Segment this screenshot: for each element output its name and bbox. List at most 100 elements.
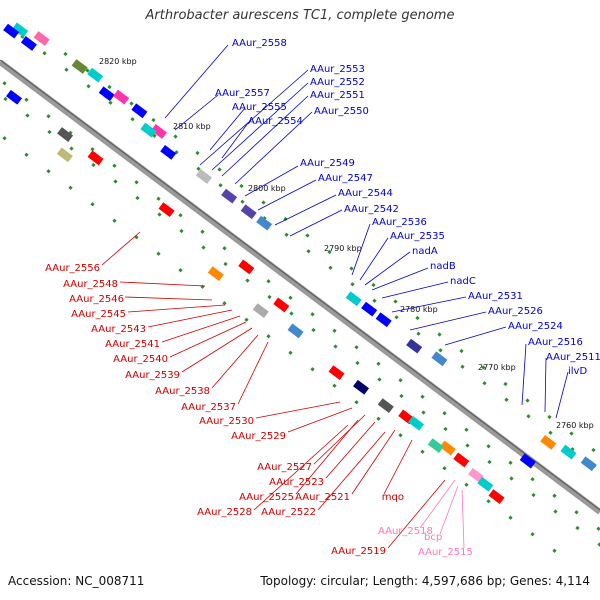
forward-gene-label: AAur_2549 <box>300 158 355 169</box>
reverse-gene-label: AAur_2530 <box>199 416 254 427</box>
tick-mark <box>371 282 376 288</box>
tick-mark <box>3 96 8 102</box>
tick-mark <box>25 113 30 118</box>
reverse-gene-label: AAur_2523 <box>269 477 324 488</box>
reverse-gene-label: AAur_2545 <box>71 309 126 320</box>
tick-mark <box>91 162 96 168</box>
tick-mark <box>398 433 403 438</box>
forward-gene-label: AAur_2553 <box>310 64 365 75</box>
tick-mark <box>420 394 425 399</box>
gene-block <box>519 453 536 469</box>
gene-block <box>6 89 23 105</box>
tick-mark <box>173 134 178 139</box>
reverse-gene-label: mqo <box>382 492 404 503</box>
reverse-gene-label: AAur_2537 <box>181 402 236 413</box>
gene-block <box>240 204 257 220</box>
tick-mark <box>267 294 272 300</box>
tick-mark <box>107 84 112 90</box>
tick-mark <box>2 81 7 86</box>
tick-mark <box>261 200 266 205</box>
gene-block <box>488 489 505 505</box>
tick-mark <box>195 150 200 156</box>
tick-mark <box>113 179 118 184</box>
tick-mark <box>509 476 514 481</box>
tick-mark <box>376 361 381 366</box>
tick-mark <box>481 365 486 370</box>
tick-mark <box>239 183 244 189</box>
genome-backbone <box>0 59 600 515</box>
tick-mark <box>240 199 245 204</box>
tick-mark <box>90 202 95 207</box>
tick-mark <box>460 364 465 369</box>
tick-mark <box>86 84 91 89</box>
tick-mark <box>354 345 359 350</box>
tick-mark <box>85 68 90 73</box>
tick-mark <box>47 129 52 135</box>
tick-mark <box>222 246 227 251</box>
tick-mark <box>355 360 360 366</box>
tick-mark <box>46 169 51 174</box>
gene-block <box>439 440 456 456</box>
tick-mark <box>525 398 530 403</box>
forward-gene-label: AAur_2524 <box>508 321 563 332</box>
tick-mark <box>112 163 117 168</box>
tick-mark <box>244 317 249 322</box>
gene-block <box>207 266 224 281</box>
gene-block <box>287 323 304 339</box>
tick-mark <box>46 114 51 119</box>
tick-mark <box>437 332 442 337</box>
tick-mark <box>288 350 293 355</box>
gene-block <box>238 259 255 275</box>
tick-mark <box>24 97 29 102</box>
reverse-gene-label: AAur_2543 <box>91 324 146 335</box>
reverse-gene-label: AAur_2521 <box>295 492 350 503</box>
tick-mark <box>552 548 557 553</box>
gene-block <box>273 297 290 313</box>
forward-gene-label: AAur_2511 <box>546 352 600 363</box>
gene-block <box>3 23 20 39</box>
tick-mark <box>420 449 425 454</box>
forward-leaders <box>164 44 569 419</box>
gene-block <box>406 338 423 354</box>
gene-block <box>345 291 362 307</box>
tick-mark <box>376 416 381 421</box>
tick-mark <box>548 430 553 435</box>
tick-mark <box>200 284 205 289</box>
tick-mark <box>289 311 294 316</box>
tick-mark <box>508 460 513 465</box>
tick-mark <box>129 101 134 106</box>
tick-mark <box>223 261 228 267</box>
tick-mark <box>327 249 332 255</box>
tick-mark <box>530 532 535 537</box>
tick-mark <box>130 117 135 122</box>
genome-backbone-edge <box>0 59 600 511</box>
gene-block <box>361 301 378 317</box>
tick-mark <box>63 51 68 57</box>
gene-block <box>427 438 444 453</box>
tick-mark <box>503 381 508 387</box>
tick-mark <box>349 266 354 271</box>
tick-mark <box>377 377 382 382</box>
tick-mark <box>486 499 491 504</box>
tick-label: 2770 kbp <box>478 363 516 372</box>
gene-block <box>353 379 370 395</box>
tick-mark <box>332 383 337 388</box>
pink-gene-label: bcp <box>424 532 442 543</box>
tick-mark <box>108 100 113 105</box>
forward-gene-label: AAur_2536 <box>372 217 427 228</box>
forward-gene-label: nadA <box>412 246 438 257</box>
tick-mark <box>443 426 448 432</box>
tick-mark <box>596 526 600 531</box>
forward-gene-label: AAur_2526 <box>488 306 543 317</box>
gene-block <box>33 31 50 46</box>
tick-mark <box>393 299 398 304</box>
gene-block <box>20 36 37 51</box>
gene-block <box>158 202 175 218</box>
forward-gene-label: AAur_2544 <box>338 188 393 199</box>
tick-mark <box>530 477 535 482</box>
tick-mark <box>552 493 557 498</box>
tick-mark <box>574 510 579 515</box>
tick-mark <box>508 515 513 520</box>
reverse-gene-label: AAur_2556 <box>45 263 100 274</box>
